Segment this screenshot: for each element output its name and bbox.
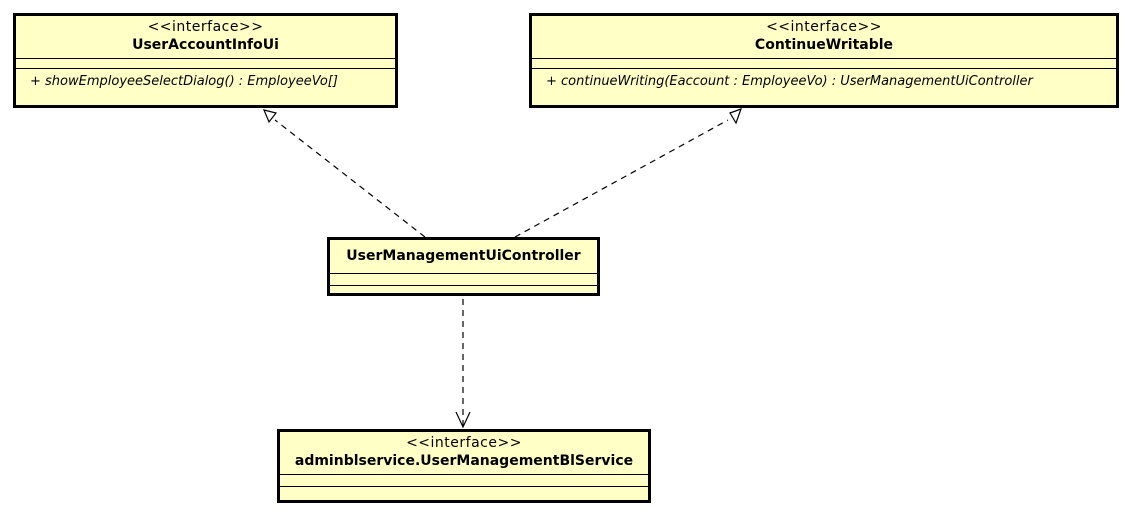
class-user-management-bl-service[interactable]: <<interface>> adminblservice.UserManagem… <box>277 429 651 503</box>
realization-line-user-account-info-ui <box>274 119 426 238</box>
class-header: <<interface>> ContinueWritable <box>532 16 1116 58</box>
attributes-compartment <box>330 273 597 285</box>
class-name: UserManagementUiController <box>346 248 581 264</box>
class-name: UserAccountInfoUi <box>132 37 279 53</box>
class-header: <<interface>> adminblservice.UserManagem… <box>280 432 648 474</box>
operations-compartment <box>330 285 597 296</box>
attributes-compartment <box>280 474 648 486</box>
class-user-management-ui-controller[interactable]: UserManagementUiController <box>327 237 600 296</box>
class-user-account-info-ui[interactable]: <<interface>> UserAccountInfoUi + showEm… <box>13 13 398 108</box>
operation-item: + showEmployeeSelectDialog() : EmployeeV… <box>30 74 338 89</box>
stereotype-label: <<interface>> <box>406 435 522 451</box>
stereotype-label: <<interface>> <box>766 19 882 35</box>
realization-line-continue-writable <box>514 119 729 238</box>
operations-compartment <box>280 486 648 496</box>
operations-compartment: + continueWriting(Eaccount : EmployeeVo)… <box>532 68 1116 91</box>
attributes-compartment <box>532 58 1116 68</box>
realization-arrowhead-user-account-info-ui <box>262 109 278 124</box>
class-name: adminblservice.UserManagementBlService <box>294 453 634 469</box>
class-header: UserManagementUiController <box>330 240 597 273</box>
stereotype-label: <<interface>> <box>147 19 264 35</box>
attributes-compartment <box>16 58 395 68</box>
operation-item: + continueWriting(Eaccount : EmployeeVo)… <box>546 74 1033 89</box>
operations-compartment: + showEmployeeSelectDialog() : EmployeeV… <box>16 68 395 91</box>
class-continue-writable[interactable]: <<interface>> ContinueWritable + continu… <box>529 13 1119 108</box>
dependency-arrowhead-bl-service <box>455 411 471 429</box>
realization-arrowhead-continue-writable <box>729 108 742 125</box>
class-header: <<interface>> UserAccountInfoUi <box>16 16 395 58</box>
class-name: ContinueWritable <box>754 37 894 53</box>
